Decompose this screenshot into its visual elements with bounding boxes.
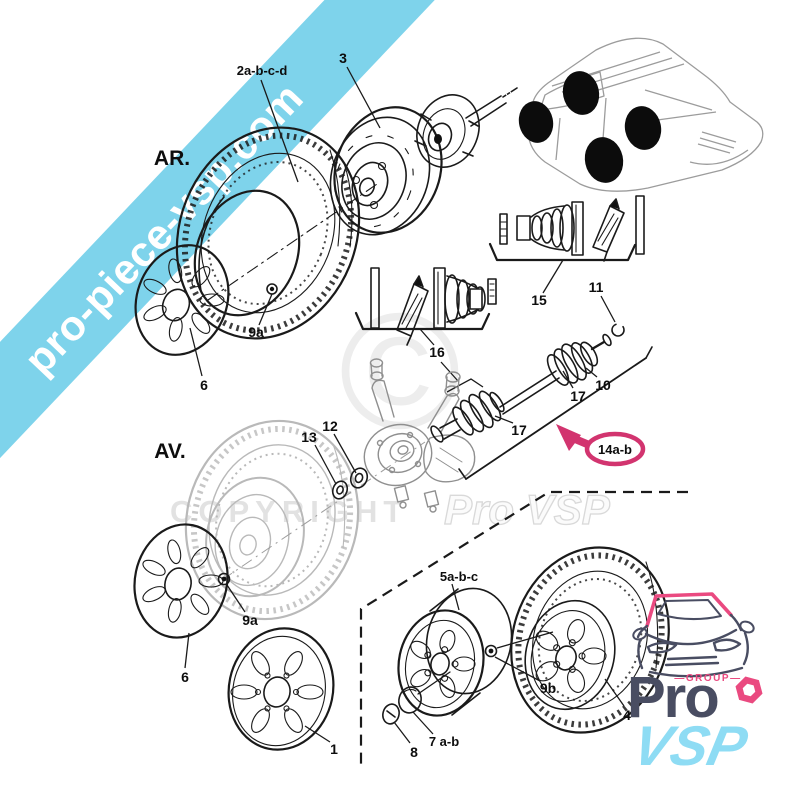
cv-boot-kit-16-drawing [354,267,497,393]
leader-9a-top [258,293,273,326]
provsp-logo: —GROUP— Pro VSP [627,592,763,777]
leader-16b [440,361,459,382]
leader-3 [346,66,381,129]
leader-15 [542,259,564,294]
label-7ab: 7 a-b [429,734,459,749]
wheel-marker [562,71,600,115]
label-13: 13 [301,429,317,445]
front-hubcap-drawing [133,523,229,639]
rear-hub-drawing [414,87,518,168]
leader-lines [184,66,625,744]
highlight-14ab: 14a-b [556,424,646,467]
front-axis-centerline [221,441,426,581]
leader-13 [314,444,337,485]
alloy-rim-drawing [397,587,513,717]
car-locator-drawing [518,37,764,192]
logo-car-sketch [632,592,755,678]
kit-16-pointer-bracket [446,378,484,393]
leader-17-lower [494,415,514,424]
label-6-bottom: 6 [181,669,189,685]
rear-steel-rim-drawing [329,106,443,236]
leader-12 [333,433,357,474]
label-2abcd: 2a-b-c-d [237,63,288,78]
cv-boot-kit-15-drawing [488,195,645,294]
leader-4 [604,678,625,707]
driveshaft-group-box [458,346,653,480]
front-section-dashed-boundary [359,490,688,764]
label-17-upper: 17 [570,388,586,404]
copyright-text-watermark: COPYRIGHT [170,494,408,529]
label-17-lower: 17 [511,422,527,438]
label-8: 8 [410,744,418,760]
rear-hubcap-drawing [134,244,230,356]
wheel-marker [624,106,662,150]
label-3: 3 [339,50,347,66]
label-11: 11 [589,279,604,295]
leader-6-bottom [184,632,190,669]
logo-group-text: —GROUP— [674,673,741,684]
label-10: 10 [595,377,611,393]
wheel-marker [518,101,554,143]
leader-8 [393,721,411,744]
leader-16a [419,328,435,346]
leader-2abcd [260,79,299,183]
logo-pro-text: Pro [627,665,718,730]
logo-vsp-text: VSP [627,715,752,777]
leader-10 [585,367,598,378]
front-wheel-nut-drawing [484,631,554,658]
label-9b: 9b [540,680,556,696]
watermark: © COPYRIGHT Pro VSP [170,279,611,534]
label-15: 15 [531,292,547,308]
cap-8-drawing [382,703,400,725]
label-9a-top: 9a [248,324,264,340]
leader-11 [600,295,616,323]
wheel-marker [584,137,624,183]
label-12: 12 [322,418,338,434]
highlight-label: 14a-b [598,442,632,457]
wheel-trim-1-drawing [227,627,335,751]
label-1: 1 [330,741,338,757]
logo-car-roof-line [645,592,733,628]
label-9a-bottom: 9a [242,612,258,628]
label-6-top: 6 [200,377,208,393]
driveshaft-drawing [430,323,653,480]
leader-9a-bottom [226,584,246,613]
logo-hex-nut-icon [735,676,763,704]
highlight-ellipse [584,431,646,467]
highlight-arrow-head [556,424,581,451]
front-faded-tire-drawing [184,419,426,621]
kit-16-bracket [354,311,491,331]
leader-1 [304,725,331,743]
banner-ribbon [0,0,449,493]
section-label-rear: AR. [154,147,190,170]
rear-wheel-group [134,87,518,356]
rear-tire-drawing [175,126,361,340]
front-hub-nut-drawing [217,572,231,586]
leader-5abc [451,583,460,611]
washer-12-13-drawing [331,467,369,500]
leader-9b [494,656,541,682]
center-cap-7-drawing [398,671,451,714]
label-4: 4 [623,707,631,723]
label-5abc: 5a-b-c [440,569,478,584]
leader-6-top [189,327,203,377]
rear-wheel-bolt-drawing [266,283,278,295]
knuckle-assembly-drawing [363,358,476,513]
brand-watermark: Pro VSP [444,486,611,533]
leader-17-upper [562,370,574,389]
leader-7ab [412,711,434,735]
section-label-front: AV. [154,440,186,463]
part-labels: 2a-b-c-d 3 AR. 9a 6 16 15 11 10 17 17 12… [154,50,631,760]
label-16: 16 [429,344,445,360]
